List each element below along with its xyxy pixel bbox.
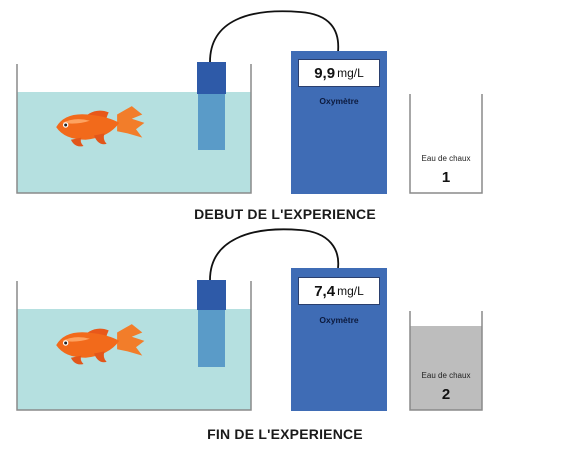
turbid-limewater (410, 326, 482, 410)
probe-cable (209, 10, 340, 63)
caption-end: FIN DE L'EXPERIENCE (207, 426, 363, 442)
probe-head (197, 280, 226, 310)
probe-head (197, 62, 226, 94)
aquarium-tank (16, 281, 252, 411)
panel-end (16, 228, 483, 411)
limewater-number: 2 (441, 386, 451, 403)
limewater-beaker (409, 94, 483, 194)
limewater-number: 1 (441, 169, 451, 186)
oxymeter-readout: 9,9 mg/L (298, 59, 380, 87)
limewater-beaker (409, 311, 483, 411)
oxymeter-label: Oxymètre (319, 96, 359, 106)
oxygen-value: 7,4 (314, 282, 336, 300)
limewater-label: Eau de chaux (421, 371, 471, 380)
aquarium-tank (16, 64, 252, 194)
oxymeter-readout: 7,4 mg/L (298, 277, 380, 305)
probe-body (198, 92, 225, 150)
oxygen-value: 9,9 (314, 64, 336, 82)
oxygen-unit: mg/L (337, 66, 364, 80)
oxymeter-label: Oxymètre (319, 315, 359, 325)
caption-start: DEBUT DE L'EXPERIENCE (194, 206, 376, 222)
panel-start (16, 10, 483, 194)
oxygen-unit: mg/L (337, 284, 364, 298)
limewater-label: Eau de chaux (421, 154, 471, 163)
probe-body (198, 309, 225, 367)
probe-cable (209, 228, 340, 281)
